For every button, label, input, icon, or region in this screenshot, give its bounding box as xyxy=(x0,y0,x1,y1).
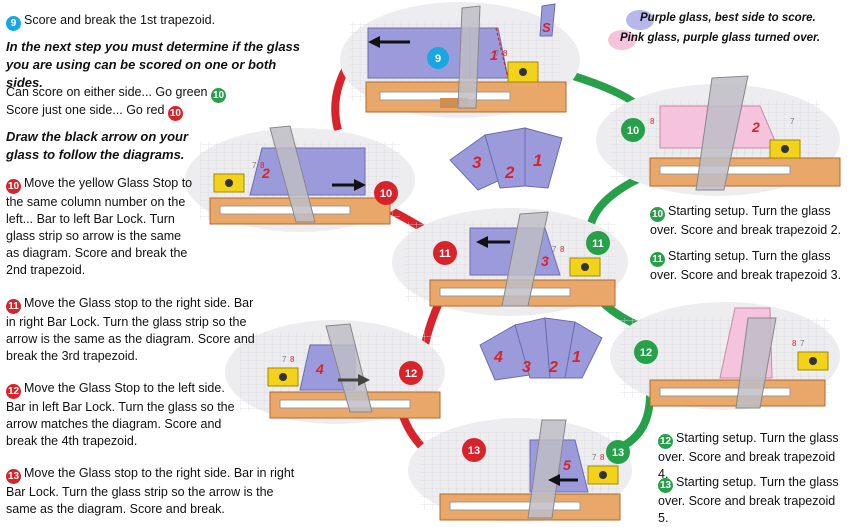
step-text: Starting setup. Turn the glass over. Sco… xyxy=(650,204,842,237)
column-8: 8 xyxy=(792,339,797,348)
either-side: Can score on either side... Go green 10 xyxy=(6,84,311,103)
column-7: 7 xyxy=(282,355,287,364)
board-step-12-green xyxy=(610,302,840,410)
step-text: Starting setup. Turn the glass over. Sco… xyxy=(650,249,842,282)
piece-number: 4 xyxy=(315,361,324,377)
piece-number: 2 xyxy=(751,119,760,135)
fan-piece: 2 xyxy=(504,163,515,182)
badge-13-green xyxy=(606,440,630,464)
column-7: 7 xyxy=(800,339,805,348)
badge-13-red xyxy=(462,438,486,462)
arrow-note: Draw the black arrow on your glass to fo… xyxy=(6,129,189,162)
badge-9 xyxy=(427,47,449,69)
badge-10-red-label: 10 xyxy=(380,188,392,200)
step-badge: 12 xyxy=(6,384,21,399)
step-badge: 10 xyxy=(6,179,21,194)
fan-piece: 1 xyxy=(533,151,542,170)
column-7: 7 xyxy=(495,49,500,58)
step-text: Score just one side... Go red xyxy=(6,103,165,117)
column-8: 8 xyxy=(260,161,265,170)
column-8: 8 xyxy=(600,453,605,462)
board-step-11-red xyxy=(392,208,628,316)
fan-piece: 1 xyxy=(572,349,581,366)
piece-number: 5 xyxy=(563,457,571,473)
step-text: Starting setup. Turn the glass over. Sco… xyxy=(658,475,839,525)
step-text: Move the Glass Stop to the left side. Ba… xyxy=(6,381,235,448)
piece-number: 1 xyxy=(490,47,498,63)
badge-12-green xyxy=(634,340,658,364)
board-step-9 xyxy=(340,2,580,118)
column-7: 7 xyxy=(592,453,597,462)
badge-10-green-label: 10 xyxy=(627,125,639,137)
step-badge: 10 xyxy=(167,106,183,121)
fan-piece: 3 xyxy=(472,153,482,172)
one-side: Score just one side... Go red 10 xyxy=(6,102,311,121)
board-step-12-red xyxy=(225,320,445,424)
column-7: 7 xyxy=(790,117,795,126)
fan-piece: 4 xyxy=(493,349,503,366)
step-badge: 10 xyxy=(650,207,665,222)
red-path-upper xyxy=(331,68,349,132)
step-text: Starting setup. Turn the glass over. Sco… xyxy=(658,431,839,481)
badge-12-red-label: 12 xyxy=(405,368,417,380)
badge-12-red xyxy=(399,361,423,385)
step-badge: 13 xyxy=(658,478,673,493)
step-badge: 9 xyxy=(6,16,21,31)
fan-three-pieces xyxy=(449,127,563,191)
step-text: Move the Glass stop to the right side. B… xyxy=(6,296,255,363)
column-7: 7 xyxy=(552,245,557,254)
piece-number: 3 xyxy=(541,253,549,269)
badge-10-red xyxy=(374,181,398,205)
step-badge: 10 xyxy=(211,88,226,103)
step-text: Score and break the 1st trapezoid. xyxy=(24,13,216,27)
strip-letter: S xyxy=(542,20,551,35)
step-badge: 12 xyxy=(658,434,673,449)
badge-9-label: 9 xyxy=(435,53,441,65)
fan-piece: 3 xyxy=(522,359,531,376)
step-text: Can score on either side... Go green xyxy=(6,85,208,99)
badge-11-green-label: 11 xyxy=(592,238,604,250)
badge-11-green xyxy=(586,231,610,255)
column-8: 8 xyxy=(503,49,508,58)
step-badge: 11 xyxy=(650,252,665,267)
badge-13-green-label: 13 xyxy=(612,447,624,459)
board-step-10-red xyxy=(185,125,415,232)
badge-11-red-label: 11 xyxy=(439,248,451,260)
board-step-10-green xyxy=(596,75,841,196)
legend-pink-swatch xyxy=(608,30,636,50)
column-8: 8 xyxy=(560,245,565,254)
step-badge: 13 xyxy=(6,469,21,484)
badge-12-green-label: 12 xyxy=(640,347,652,359)
column-8: 8 xyxy=(650,117,655,126)
board-step-13-red xyxy=(408,418,632,522)
column-7: 7 xyxy=(252,161,257,170)
step-text: Move the Glass stop to the right side. B… xyxy=(6,466,295,516)
fan-four-pieces xyxy=(479,317,603,381)
badge-13-red-label: 13 xyxy=(468,445,480,457)
fan-piece: 2 xyxy=(548,359,558,376)
step-text: Move the yellow Glass Stop to the same c… xyxy=(6,176,193,277)
step-badge: 11 xyxy=(6,299,21,314)
legend-pink: Pink glass, purple glass turned over. xyxy=(620,32,821,44)
badge-10-green xyxy=(621,118,645,142)
legend-purple-swatch xyxy=(626,10,654,30)
legend-purple: Purple glass, best side to score. xyxy=(640,12,816,24)
badge-11-red xyxy=(433,241,457,265)
column-8: 8 xyxy=(290,355,295,364)
piece-number: 2 xyxy=(261,165,270,181)
green-path-bottom xyxy=(622,394,654,449)
intro-note: In the next step you must determine if t… xyxy=(6,39,301,90)
